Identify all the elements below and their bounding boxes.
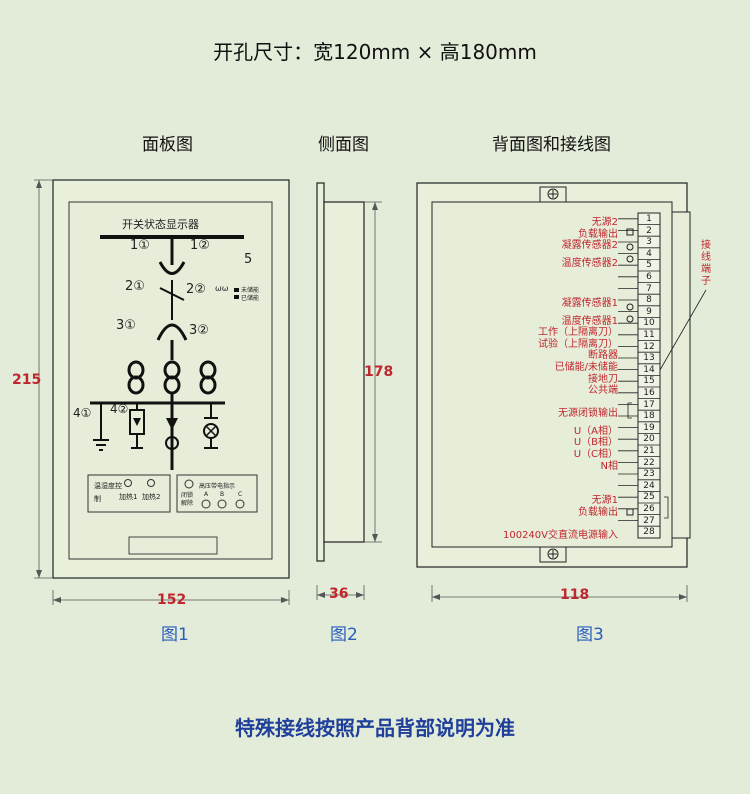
terminal-number: 20 — [643, 434, 655, 445]
wiring-label: 无源闭锁输出 — [558, 408, 618, 420]
humidity-control-label: 温湿度控制 — [94, 482, 122, 503]
label-3-2: 3② — [189, 323, 209, 338]
phase-a-label: A — [204, 491, 209, 498]
figure-3-label: 图3 — [576, 625, 604, 645]
dim-height-178: 178 — [364, 364, 394, 380]
label-4-1: 4① — [73, 406, 92, 420]
terminal-number: 11 — [643, 330, 655, 340]
wiring-label: 试验（上隔离刀） — [538, 338, 618, 350]
terminal-number: 7 — [646, 283, 652, 294]
wiring-label: U（A相） — [573, 425, 618, 437]
back-body — [431, 201, 673, 548]
wiring-label: U（C相） — [573, 449, 618, 460]
lock-release-label: 闭锁解除 — [181, 492, 194, 507]
label-3-1: 3① — [116, 318, 136, 333]
hv-indicator-label: 高压带电指示 — [199, 483, 236, 490]
phase-c-label: C — [238, 491, 243, 498]
dim-height-215: 215 — [12, 372, 42, 388]
bottom-screw-bracket — [539, 546, 567, 563]
charged-label: 已储能 — [241, 295, 260, 302]
panel-label-window — [128, 536, 218, 555]
arrester-symbol — [166, 418, 178, 430]
display-title: 开关状态显示器 — [122, 218, 199, 231]
label-2-2: 2② — [186, 282, 206, 297]
terminal-number: 10 — [643, 318, 655, 329]
cutout-size-title: 开孔尺寸：宽120mm × 高180mm — [213, 40, 537, 64]
terminal-number: 1 — [646, 214, 652, 224]
side-flange — [316, 182, 325, 562]
terminal-number: 28 — [643, 527, 655, 538]
terminal-number: 21 — [643, 446, 655, 456]
terminal-number: 12 — [643, 341, 655, 352]
bottom-note: 特殊接线按照产品背部说明为准 — [235, 716, 515, 740]
terminal-number: 13 — [643, 353, 655, 364]
terminal-number: 9 — [646, 306, 652, 317]
terminal-number: 25 — [643, 492, 655, 503]
terminal-number: 17 — [643, 399, 655, 410]
upper-isolator-symbol — [158, 261, 186, 275]
terminal-number: 16 — [643, 388, 655, 398]
wiring-label: 温度传感器1 — [561, 315, 618, 327]
terminal-number: 19 — [643, 422, 655, 433]
dim-width-118: 118 — [560, 587, 590, 603]
lower-isolator-symbol — [156, 323, 188, 341]
terminal-number: 2 — [646, 225, 652, 236]
phase-b-label: B — [220, 491, 225, 498]
wiring-label: 无源1 — [591, 495, 618, 507]
wiring-label: 接地刀 — [588, 373, 618, 385]
terminal-number: 24 — [643, 480, 655, 491]
terminal-number: 23 — [643, 469, 655, 480]
wiring-label: 工作（上隔离刀） — [538, 327, 618, 339]
current-transformers — [127, 360, 217, 395]
figure-1-label: 图1 — [161, 625, 189, 645]
top-screw-bracket — [539, 186, 567, 203]
terminal-number: 4 — [646, 248, 652, 259]
terminal-number: 15 — [643, 376, 655, 387]
wiring-label: 凝露传感器1 — [561, 298, 618, 310]
label-1-1: 1① — [130, 238, 150, 253]
terminal-number: 14 — [643, 364, 655, 375]
figure-2-label: 图2 — [330, 625, 358, 645]
wiring-label: 凝露传感器2 — [561, 240, 618, 252]
heat2-label: 加热2 — [142, 493, 161, 501]
terminal-number: 5 — [646, 260, 652, 271]
wiring-label: U（B相） — [573, 437, 618, 449]
wiring-label: 负载输出 — [578, 507, 618, 518]
wiring-label: 100240V交直流电源输入 — [502, 530, 618, 542]
terminal-number: 18 — [643, 411, 655, 422]
uncharged-label: 未储能 — [241, 287, 260, 294]
dim-width-152: 152 — [157, 592, 187, 608]
dim-depth-36: 36 — [329, 586, 349, 602]
panel-view-caption: 面板图 — [142, 135, 193, 155]
wiring-label: 温度传感器2 — [561, 257, 618, 269]
label-4-2: 4② — [110, 402, 129, 416]
terminal-number: 8 — [646, 295, 652, 306]
hv-indicator-box — [176, 474, 258, 513]
side-view-caption: 侧面图 — [318, 135, 369, 155]
back-view-caption: 背面图和接线图 — [492, 135, 611, 155]
wiring-label: 已储能/未储能 — [554, 362, 618, 373]
wiring-label: 公共端 — [588, 385, 618, 397]
wiring-label: 负载输出 — [578, 228, 618, 240]
wiring-label: N相 — [600, 460, 618, 472]
terminal-number: 6 — [646, 272, 652, 282]
wiring-label: 无源2 — [591, 217, 618, 228]
humidity-control-box — [87, 474, 171, 513]
terminal-number: 3 — [646, 237, 652, 248]
label-1-2: 1② — [190, 238, 210, 253]
terminal-number: 22 — [643, 457, 655, 468]
storage-symbol-icon: ωω — [215, 284, 229, 293]
wiring-label: 断路器 — [588, 350, 618, 362]
terminal-number: 27 — [643, 515, 655, 526]
side-body — [323, 201, 365, 543]
terminal-block-label: 接线端子 — [701, 240, 711, 287]
heat1-label: 加热1 — [119, 493, 138, 501]
terminal-number: 26 — [643, 504, 655, 514]
label-2-1: 2① — [125, 279, 145, 294]
label-5: 5 — [244, 252, 253, 267]
